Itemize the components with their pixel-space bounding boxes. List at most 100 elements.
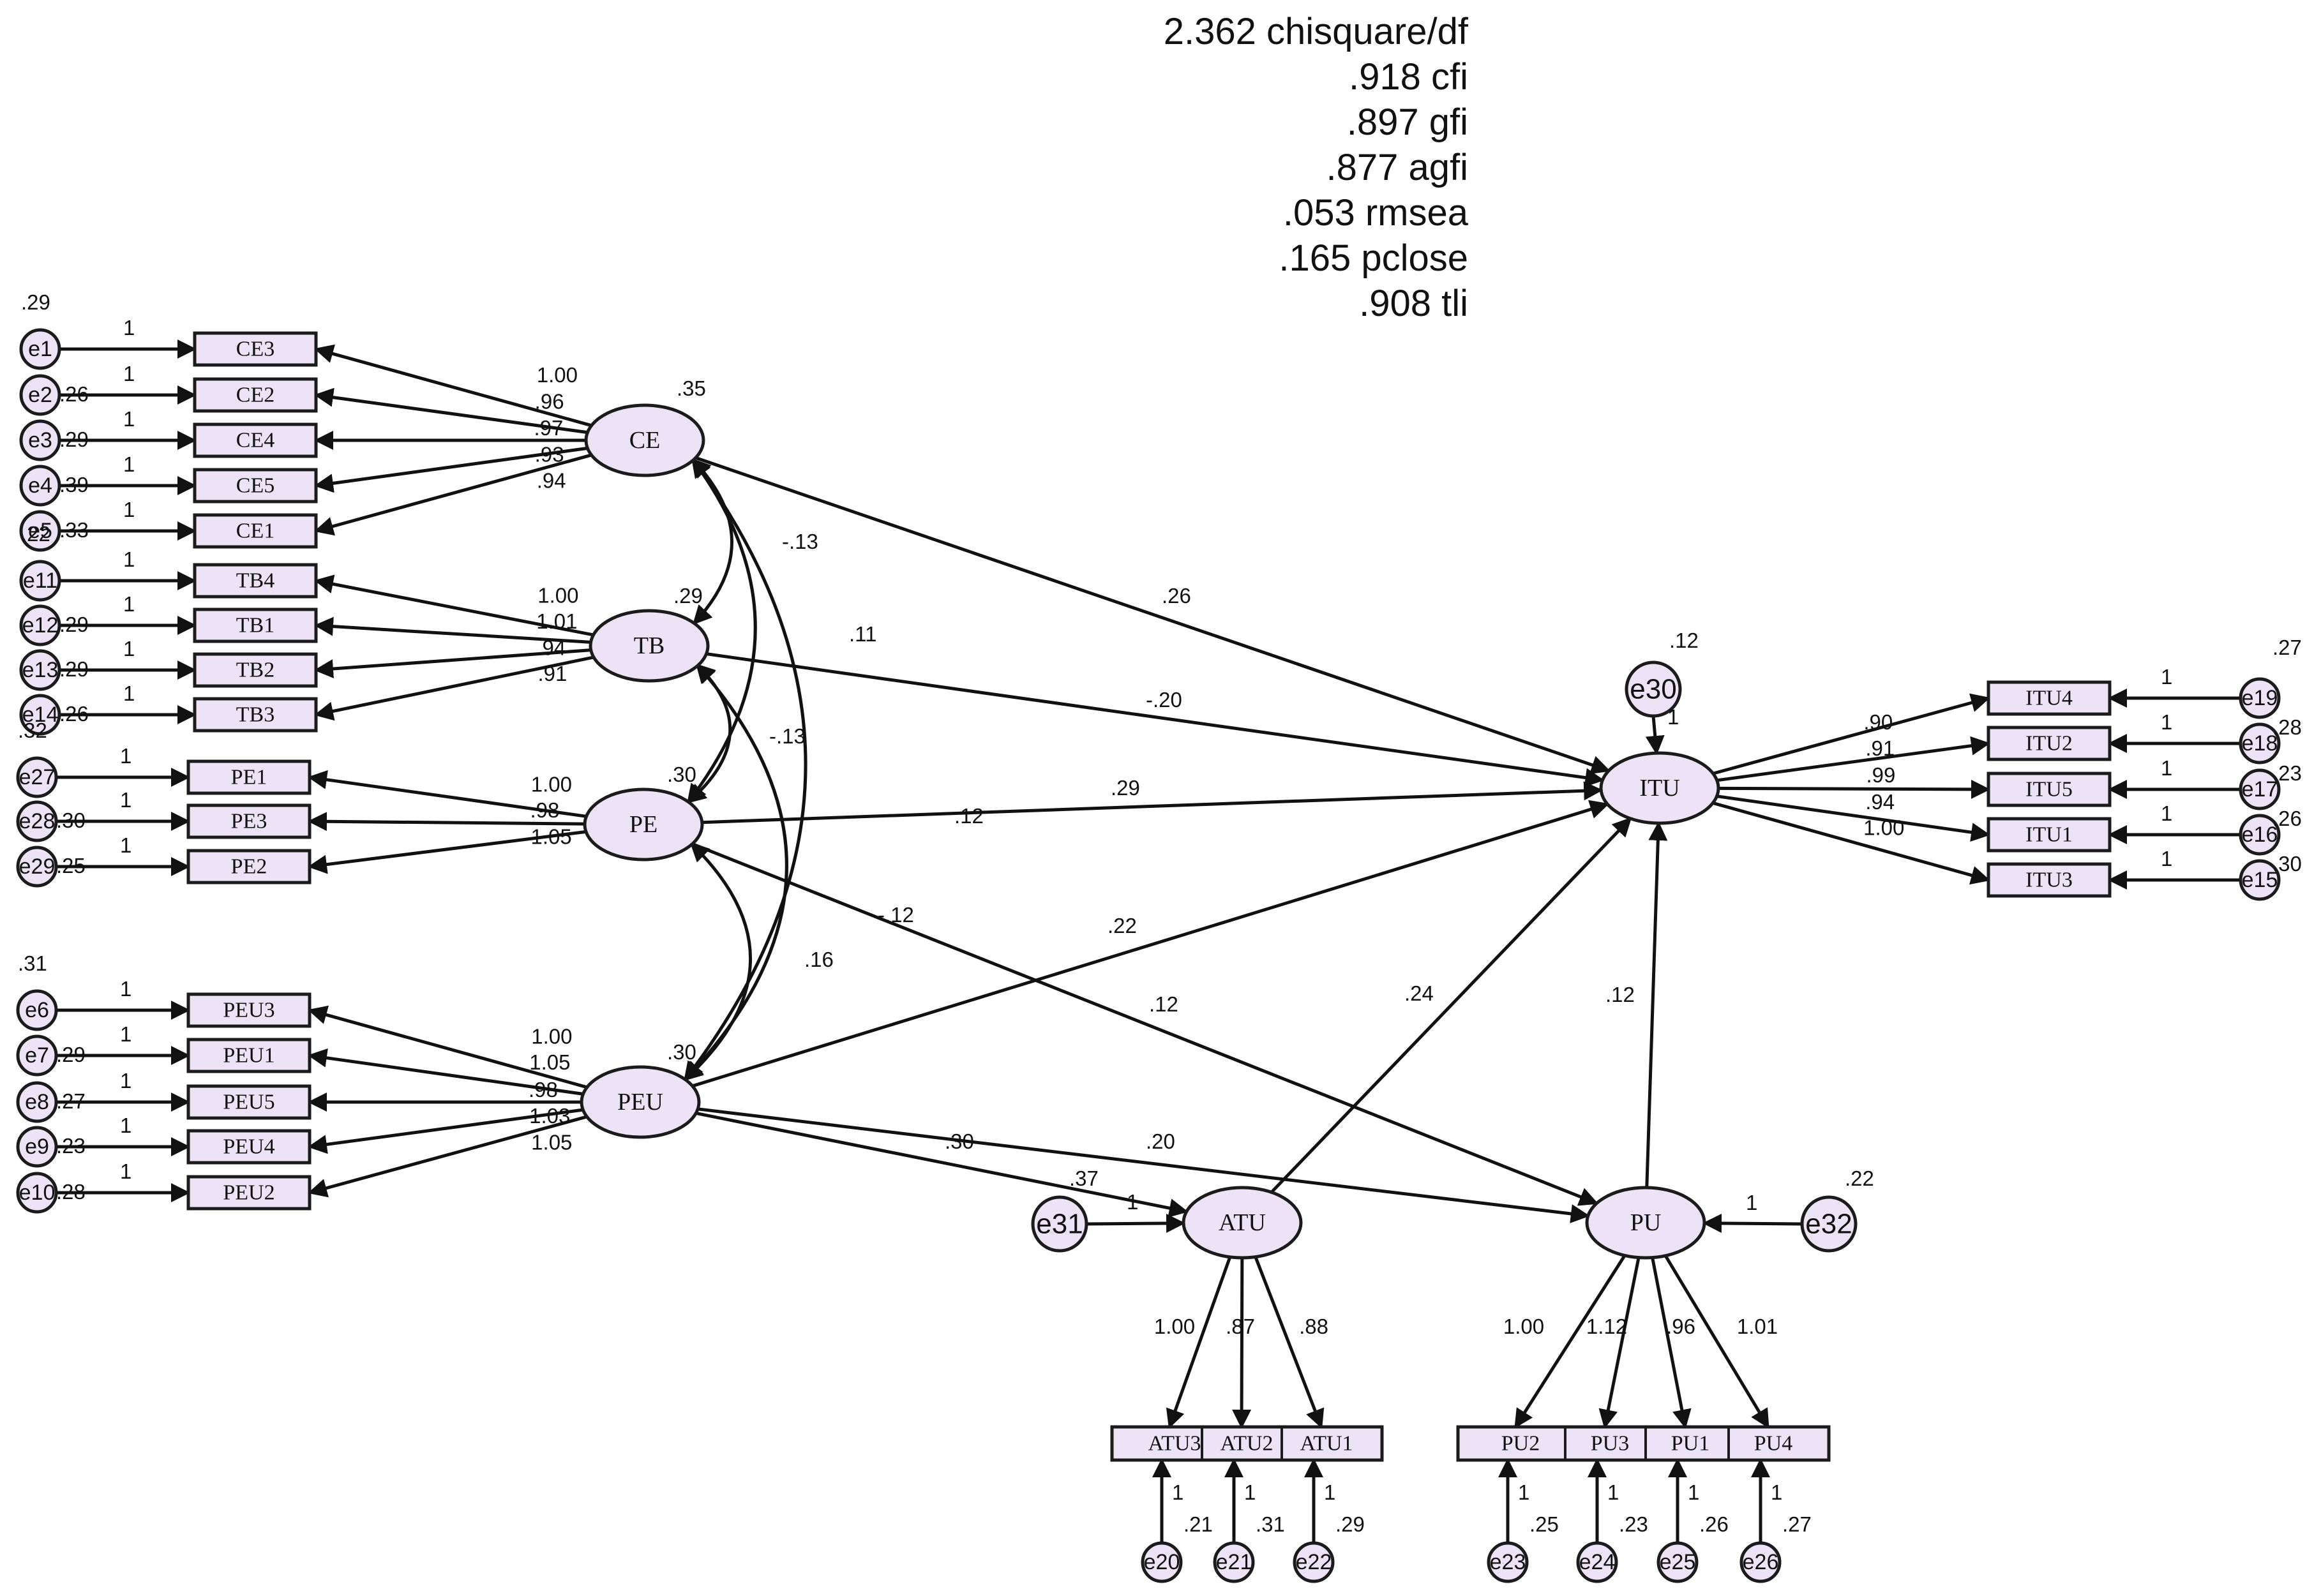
path-peu-to-atu	[695, 1112, 1189, 1218]
loading-label-pu3: 1.12	[1586, 1315, 1627, 1338]
error-variance-e1: .29	[21, 290, 50, 314]
error-path-e30	[1645, 715, 1665, 756]
indicator-label-pu3: PU3	[1591, 1432, 1629, 1456]
variance-label-pe: .30	[667, 763, 696, 786]
error-path-label: 1	[1688, 1480, 1699, 1504]
error-path-label: 1	[1771, 1480, 1782, 1504]
fit-index: .877 agfi	[1326, 147, 1468, 188]
error-path-label: 1	[1127, 1190, 1138, 1214]
error-circle-e4	[19, 465, 61, 507]
error-variance-e6: .31	[18, 951, 47, 975]
error-variance-e27: .32	[18, 719, 47, 742]
loading-label-tb2: .94	[536, 636, 566, 659]
indicator-box-pe1	[186, 759, 312, 795]
error-variance-e14: .26	[59, 702, 89, 726]
loading-peu1	[308, 1048, 583, 1096]
error-variance-e23: .25	[1529, 1512, 1559, 1536]
error-variance-e19: .27	[2272, 636, 2302, 659]
loading-pu4	[1664, 1255, 1770, 1429]
error-variance-e17: .23	[2272, 761, 2302, 785]
loading-tb2	[314, 648, 591, 679]
indicator-box-peu2	[186, 1175, 312, 1211]
error-variance-e9: .23	[56, 1134, 86, 1158]
variance-label-ce: .35	[677, 377, 706, 400]
error-label-e26: e26	[1743, 1550, 1779, 1574]
indicator-label-ce1: CE1	[236, 519, 274, 543]
loading-ce2	[314, 387, 588, 435]
indicator-label-pe2: PE2	[231, 855, 267, 879]
error-path-label: 1	[123, 637, 135, 660]
error-variance-e25: .26	[1699, 1512, 1729, 1536]
error-label-e10: e10	[19, 1181, 56, 1205]
error-circle-e2	[19, 374, 61, 416]
error-circle-e24	[1576, 1541, 1618, 1583]
indicator-label-itu1: ITU1	[2025, 823, 2073, 847]
indicator-box-peu1	[186, 1038, 312, 1073]
error-path-label: 1	[120, 1160, 131, 1183]
error-label-e16: e16	[2242, 823, 2278, 847]
error-circle-e20	[1141, 1541, 1183, 1583]
indicator-label-tb2: TB2	[236, 659, 274, 682]
error-label-e21: e21	[1216, 1550, 1252, 1574]
error-circle-e18	[2239, 722, 2281, 764]
indicator-box-itu3	[1987, 862, 2112, 898]
error-label-e5: e5	[28, 519, 52, 543]
error-label-e30: e30	[1630, 674, 1676, 705]
loading-atu1	[1254, 1256, 1325, 1429]
path-ce-to-itu	[695, 456, 1611, 775]
error-circle-e11	[19, 560, 61, 602]
path-pu-to-itu	[1645, 821, 1668, 1188]
covariance-ce-pe	[687, 458, 757, 804]
error-label-e20: e20	[1144, 1550, 1180, 1574]
loading-ce5	[314, 446, 588, 493]
indicator-box-tb4	[193, 563, 318, 599]
indicator-box-peu4	[186, 1129, 312, 1165]
error-circle-e15	[2239, 859, 2281, 901]
latent-label-pe: PE	[629, 811, 657, 838]
error-label-e25: e25	[1660, 1550, 1696, 1574]
loading-label-tb3: .91	[538, 662, 567, 685]
indicator-box-tb1	[193, 608, 318, 643]
indicator-box-peu3	[186, 992, 312, 1028]
latent-ce	[584, 403, 705, 477]
error-variance-e21: .31	[1256, 1512, 1285, 1536]
error-circle-e3	[19, 419, 61, 461]
loading-label-itu1: .94	[1865, 790, 1895, 814]
error-label-e9: e9	[25, 1135, 49, 1159]
indicator-box-itu4	[1987, 680, 2112, 716]
indicator-label-ce4: CE4	[236, 429, 274, 452]
error-label-e12: e12	[22, 613, 59, 638]
error-variance-e4: .39	[59, 473, 89, 496]
loading-label-ce3: 1.00	[537, 363, 578, 387]
latent-label-pu: PU	[1630, 1209, 1662, 1236]
latent-label-tb: TB	[634, 632, 665, 659]
error-label-e6: e6	[25, 998, 49, 1022]
error-label-e24: e24	[1579, 1550, 1616, 1574]
loading-label-pe3: .98	[530, 798, 560, 822]
loading-tb1	[314, 616, 591, 644]
error-variance-e7: .29	[56, 1043, 86, 1066]
error-label-e22: e22	[1296, 1550, 1332, 1574]
error-label-e27: e27	[19, 765, 56, 789]
loading-label-tb4: 1.00	[537, 583, 578, 607]
loading-label-ce5: .93	[535, 443, 564, 466]
covariance-label-ce-peu: .12	[954, 804, 984, 828]
error-variance-e24: .23	[1619, 1512, 1648, 1536]
indicator-label-pu1: PU1	[1671, 1432, 1709, 1456]
error-circle-e28	[16, 800, 58, 842]
fit-index: .918 cfi	[1349, 56, 1468, 98]
error-circle-e5	[19, 510, 61, 552]
variance-label-atu: .37	[1069, 1167, 1099, 1190]
estimate-pe-itu: .29	[1111, 776, 1140, 800]
error-circle-e27	[16, 756, 58, 798]
indicator-box-itu2	[1987, 726, 2112, 761]
loading-label-atu1: .88	[1299, 1315, 1328, 1338]
covariance-label-tb-peu: -.12	[878, 903, 914, 927]
error-path-e31	[1086, 1213, 1186, 1233]
error-variance-e2: .26	[59, 382, 89, 406]
indicator-box-itu1	[1987, 817, 2112, 853]
indicator-label-atu3: ATU3	[1148, 1432, 1201, 1456]
indicator-label-pu2: PU2	[1501, 1432, 1540, 1456]
error-label-e4: e4	[28, 474, 52, 498]
error-variance-e11: .22	[21, 522, 50, 546]
